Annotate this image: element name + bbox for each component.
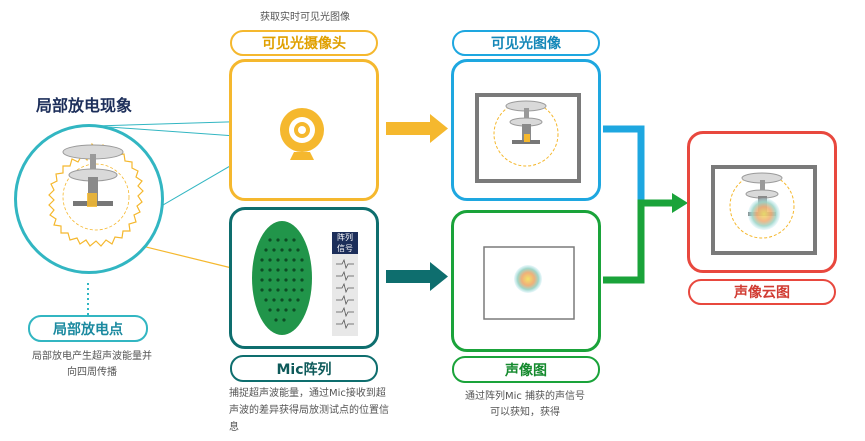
wave-ring-outer — [48, 142, 144, 247]
visible-image-thumbnail — [475, 93, 581, 183]
camera-panel — [229, 59, 379, 201]
mic-desc-3: 息 — [229, 422, 239, 433]
blue-connector — [603, 125, 645, 200]
signal-label-2: 信号 — [337, 244, 353, 253]
arrow-mic-body — [386, 270, 430, 283]
discharge-point-desc-1: 局部放电产生超声波能量并 — [32, 351, 152, 362]
cloud-image-label: 声像云图 — [688, 279, 836, 305]
sound-image-desc-2: 可以获知，获得 — [490, 407, 560, 418]
mic-panel: 阵列 信号 — [229, 207, 379, 349]
sound-image-label: 声像图 — [452, 356, 600, 383]
signal-header — [332, 232, 358, 254]
insulator-stem-2 — [88, 177, 98, 201]
mic-label: Mic阵列 — [230, 355, 378, 382]
phenomenon-title: 局部放电现象 — [36, 96, 133, 115]
mic-desc-2: 声波的差异获得局放测试点的位置信 — [229, 405, 389, 416]
discharge-point-desc-2: 向四周传播 — [67, 367, 117, 378]
signal-waveforms — [336, 258, 354, 330]
visible-image-panel — [451, 59, 601, 201]
signal-label-1: 阵列 — [337, 233, 353, 242]
cloud-image-panel — [687, 131, 837, 273]
visible-image-label: 可见光图像 — [452, 30, 600, 56]
mic-desc-1: 捕捉超声波能量，通过Mic接收到超 — [229, 388, 386, 399]
insulator-stem-1 — [90, 154, 96, 172]
discharge-spot — [87, 193, 97, 207]
sound-image-panel — [451, 210, 601, 352]
camera-label: 可见光摄像头 — [230, 30, 378, 56]
insulator-illustration — [48, 142, 144, 247]
arrow-camera-head — [430, 114, 448, 143]
webcam-icon — [280, 108, 324, 160]
green-connector — [603, 199, 672, 284]
sound-image-thumbnail — [483, 246, 575, 320]
phenomenon-circle — [14, 124, 164, 274]
mic-array-plate — [252, 221, 312, 335]
sound-image-desc-1: 通过阵列Mic 捕获的声信号 — [464, 391, 586, 402]
green-arrowhead — [672, 193, 688, 213]
arrow-camera-body — [386, 122, 430, 135]
mic-array-illustration — [252, 221, 358, 336]
arrow-mic-head — [430, 262, 448, 291]
cloud-image-thumbnail — [711, 165, 817, 255]
camera-caption: 获取实时可见光图像 — [260, 12, 350, 23]
discharge-point-label: 局部放电点 — [28, 315, 148, 342]
